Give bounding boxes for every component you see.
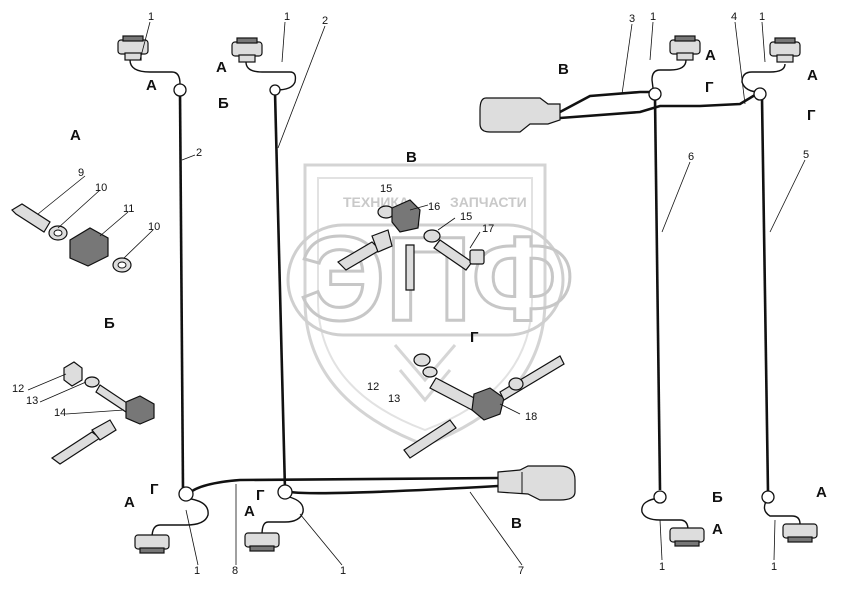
right-brake-lines xyxy=(559,59,801,531)
section-label-v: В xyxy=(406,149,417,166)
callout-10-a: 10 xyxy=(95,182,107,194)
letter-a-3: А xyxy=(705,47,716,64)
view-letters: А А Б В А Г А Г Г А Г А В Б А А xyxy=(124,47,827,538)
callout-1-b: 1 xyxy=(284,11,290,23)
callout-16: 16 xyxy=(428,201,440,213)
callout-1-g: 1 xyxy=(659,561,665,573)
section-label-b: Б xyxy=(104,315,115,332)
callout-9: 9 xyxy=(78,167,84,179)
section-label-g: Г xyxy=(470,329,479,346)
callout-15-b: 15 xyxy=(460,211,472,223)
letter-g-1: Г xyxy=(705,79,714,96)
letter-a-6: А xyxy=(244,503,255,520)
callout-17: 17 xyxy=(482,223,494,235)
callout-numbers: 1 1 2 2 3 1 4 1 6 5 9 10 11 10 12 13 14 … xyxy=(12,11,809,577)
callout-18: 18 xyxy=(525,411,537,423)
wheel-cylinder-bottom-left xyxy=(134,534,170,554)
callout-12-a: 12 xyxy=(12,383,24,395)
wheel-cylinder-top-left xyxy=(117,35,149,61)
callout-11: 11 xyxy=(123,203,134,215)
wheel-cylinder-bottom-right-b xyxy=(782,523,818,543)
callout-15-a: 15 xyxy=(380,183,392,195)
callout-14: 14 xyxy=(54,407,66,419)
callout-13-a: 13 xyxy=(26,395,38,407)
letter-a-2: А xyxy=(216,59,227,76)
hose-top-right xyxy=(479,97,561,133)
callout-12-b: 12 xyxy=(367,381,379,393)
letter-v-1: В xyxy=(558,61,569,78)
tee-g-right-b xyxy=(753,87,767,101)
leader-lines xyxy=(27,21,806,566)
tee-g-left xyxy=(178,486,194,502)
callout-7: 7 xyxy=(518,565,524,577)
junction-b-right-a xyxy=(653,490,667,504)
wheel-cylinder-top-second xyxy=(231,37,263,63)
junction-b-left xyxy=(173,83,187,97)
letter-g-2: Г xyxy=(807,107,816,124)
tee-g-second xyxy=(277,484,293,500)
detail-v-parts xyxy=(337,199,485,291)
callout-1-e: 1 xyxy=(194,565,200,577)
callout-4: 4 xyxy=(731,11,737,23)
letter-b-2: Б xyxy=(712,489,723,506)
detail-a-parts xyxy=(11,203,132,273)
letter-a-4: А xyxy=(807,67,818,84)
junction-b-second xyxy=(269,84,281,96)
detail-b-parts xyxy=(50,361,155,465)
callout-1-d: 1 xyxy=(759,11,765,23)
left-brake-lines xyxy=(129,59,499,539)
letter-a-8: А xyxy=(816,484,827,501)
tee-g-right-a xyxy=(648,87,662,101)
callout-8: 8 xyxy=(232,565,238,577)
callout-2-b: 2 xyxy=(196,147,202,159)
wheel-cylinder-bottom-second xyxy=(244,532,280,552)
callout-5: 5 xyxy=(803,149,809,161)
callout-1-f: 1 xyxy=(340,565,346,577)
letter-v-2: В xyxy=(511,515,522,532)
letter-b-1: Б xyxy=(218,95,229,112)
callout-1-c: 1 xyxy=(650,11,656,23)
wheel-cylinder-top-right-b xyxy=(769,37,801,63)
wheel-cylinder-top-right-a xyxy=(669,35,701,61)
callout-1-a: 1 xyxy=(148,11,154,23)
callout-10-b: 10 xyxy=(148,221,160,233)
section-labels: А Б В Г xyxy=(70,127,479,346)
detail-g-parts xyxy=(403,353,565,459)
callout-1-h: 1 xyxy=(771,561,777,573)
callout-6: 6 xyxy=(688,151,694,163)
wheel-cylinder-bottom-right-a xyxy=(669,527,705,547)
letter-a-5: А xyxy=(124,494,135,511)
letter-a-1: А xyxy=(146,77,157,94)
callout-13-b: 13 xyxy=(388,393,400,405)
junction-b-right-b xyxy=(761,490,775,504)
hose-bottom xyxy=(497,465,576,501)
watermark-text-zapchasti: ЗАПЧАСТИ xyxy=(450,194,527,210)
callout-2-a: 2 xyxy=(322,15,328,27)
section-label-a: А xyxy=(70,127,81,144)
letter-a-7: А xyxy=(712,521,723,538)
watermark-text-technika: ТЕХНИКА xyxy=(343,194,409,210)
callout-3: 3 xyxy=(629,13,635,25)
letter-g-3: Г xyxy=(150,481,159,498)
letter-g-4: Г xyxy=(256,487,265,504)
